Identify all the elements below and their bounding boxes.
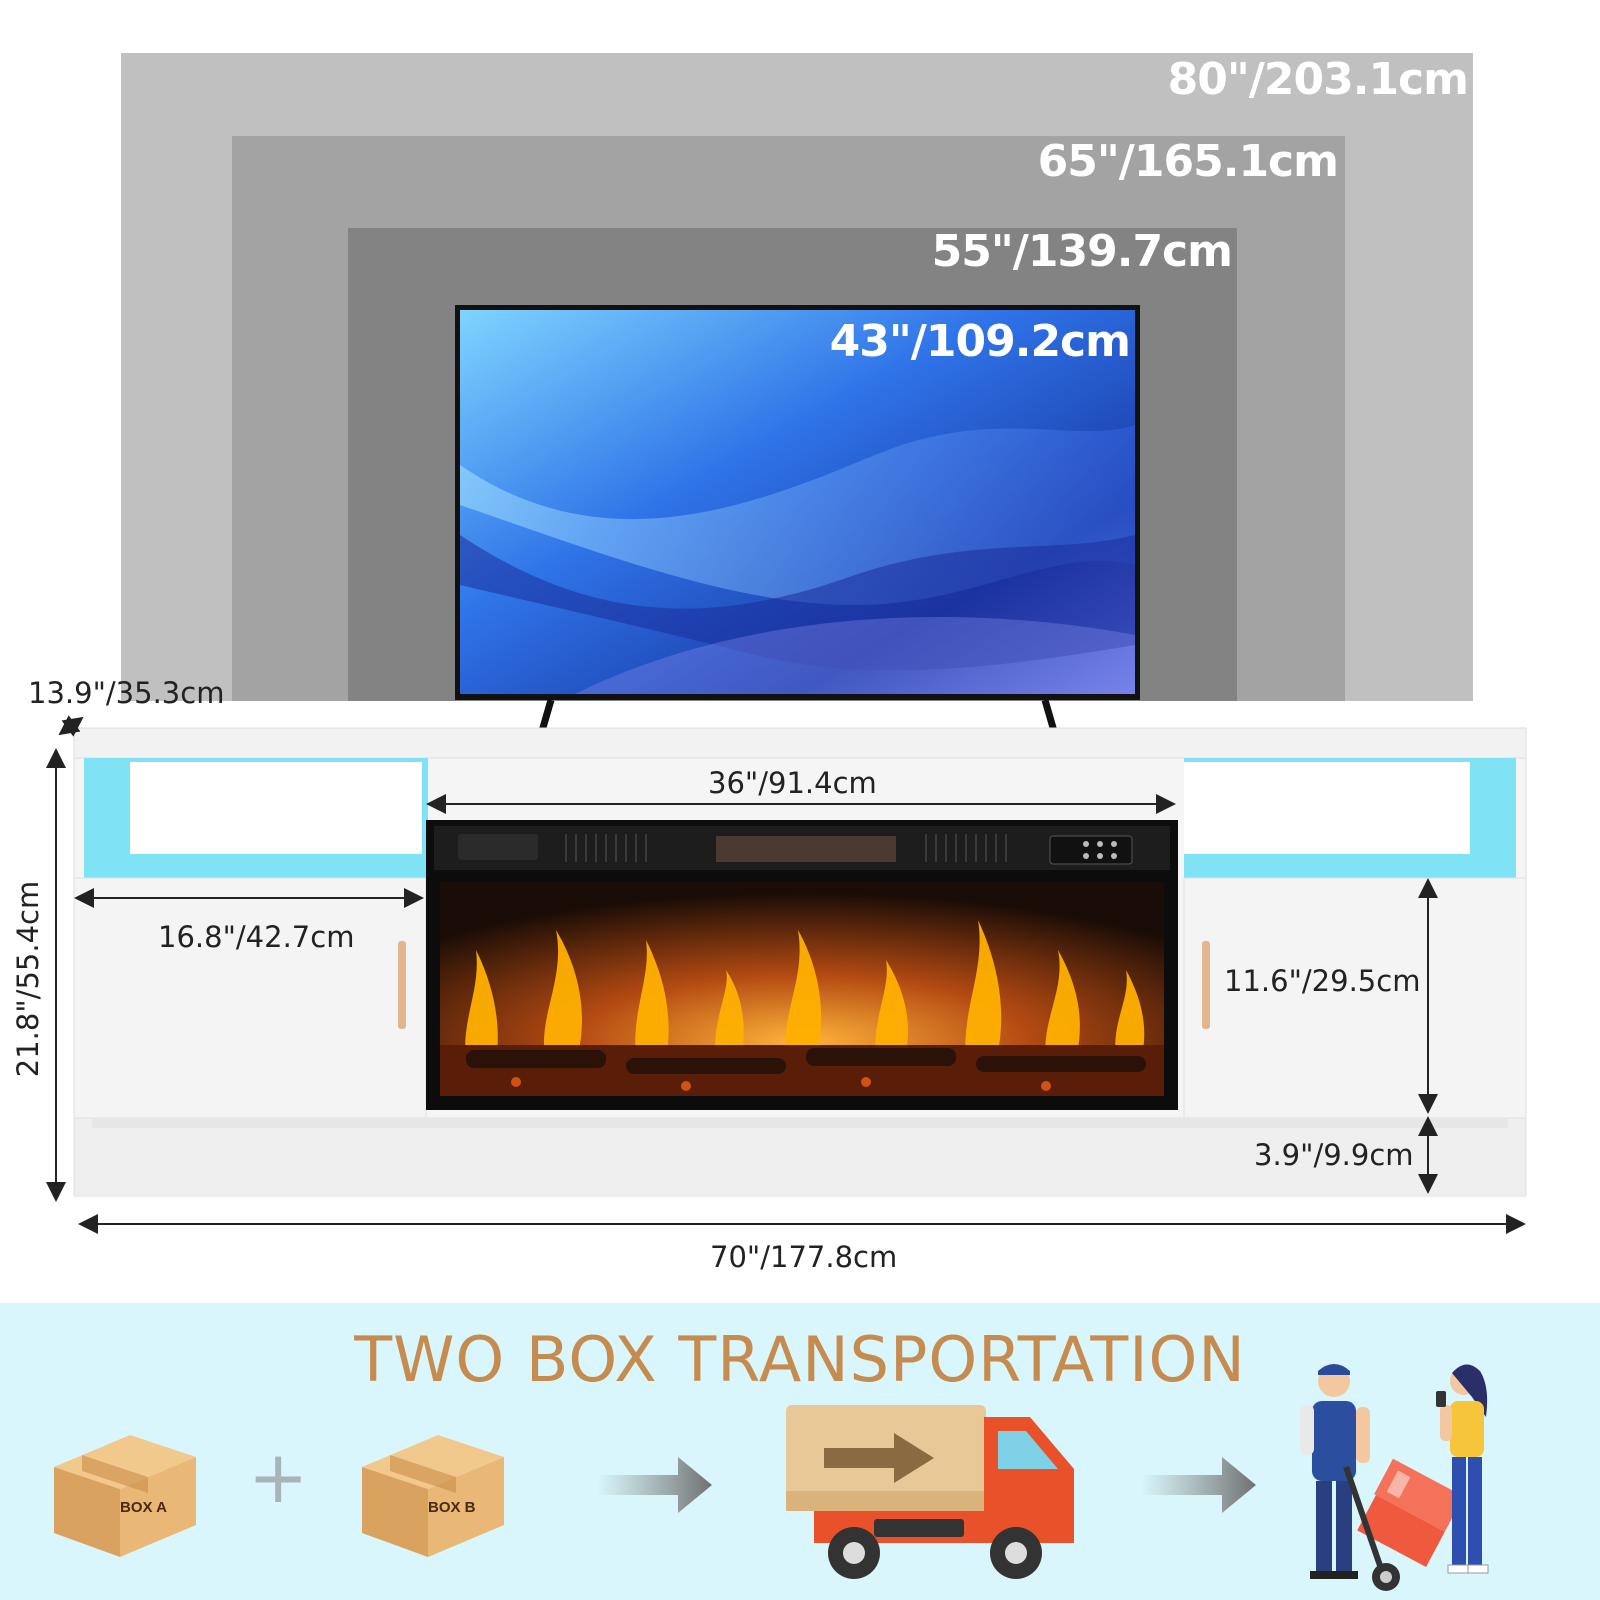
television (455, 305, 1140, 745)
base-height-label: 3.9"/9.9cm (1254, 1138, 1414, 1172)
cardboard-box-icon (362, 1435, 504, 1557)
electric-fireplace (426, 820, 1178, 1110)
depth-label: 13.9"/35.3cm (28, 676, 225, 710)
total-width-label: 70"/177.8cm (710, 1240, 898, 1274)
transport-title: TWO BOX TRANSPORTATION (354, 1323, 1246, 1396)
cabinet-width-label: 16.8"/42.7cm (158, 920, 355, 954)
cabinet-height-label: 11.6"/29.5cm (1224, 964, 1421, 998)
fireplace-width-label: 36"/91.4cm (708, 766, 877, 800)
box-a-label: BOX A (120, 1499, 167, 1516)
dimension-arrows (46, 715, 1526, 1234)
box-b-label: BOX B (428, 1499, 476, 1516)
plus-icon: + (248, 1435, 309, 1519)
height-label: 21.8"/55.4cm (11, 880, 46, 1078)
tv-size-80-label: 80"/203.1cm (1167, 54, 1469, 105)
delivery-people-icon (1300, 1364, 1489, 1591)
arrow-right-icon (598, 1457, 712, 1513)
tv-size-55-label: 55"/139.7cm (931, 226, 1233, 277)
tv-size-43-label: 43"/109.2cm (829, 316, 1131, 367)
tv-size-65-label: 65"/165.1cm (1037, 136, 1339, 187)
cardboard-box-icon (54, 1435, 196, 1557)
delivery-truck-icon (786, 1405, 1074, 1579)
arrow-right-icon (1142, 1457, 1256, 1513)
transport-banner: TWO BOX TRANSPORTATION BOX A + BOX B (0, 1303, 1600, 1600)
